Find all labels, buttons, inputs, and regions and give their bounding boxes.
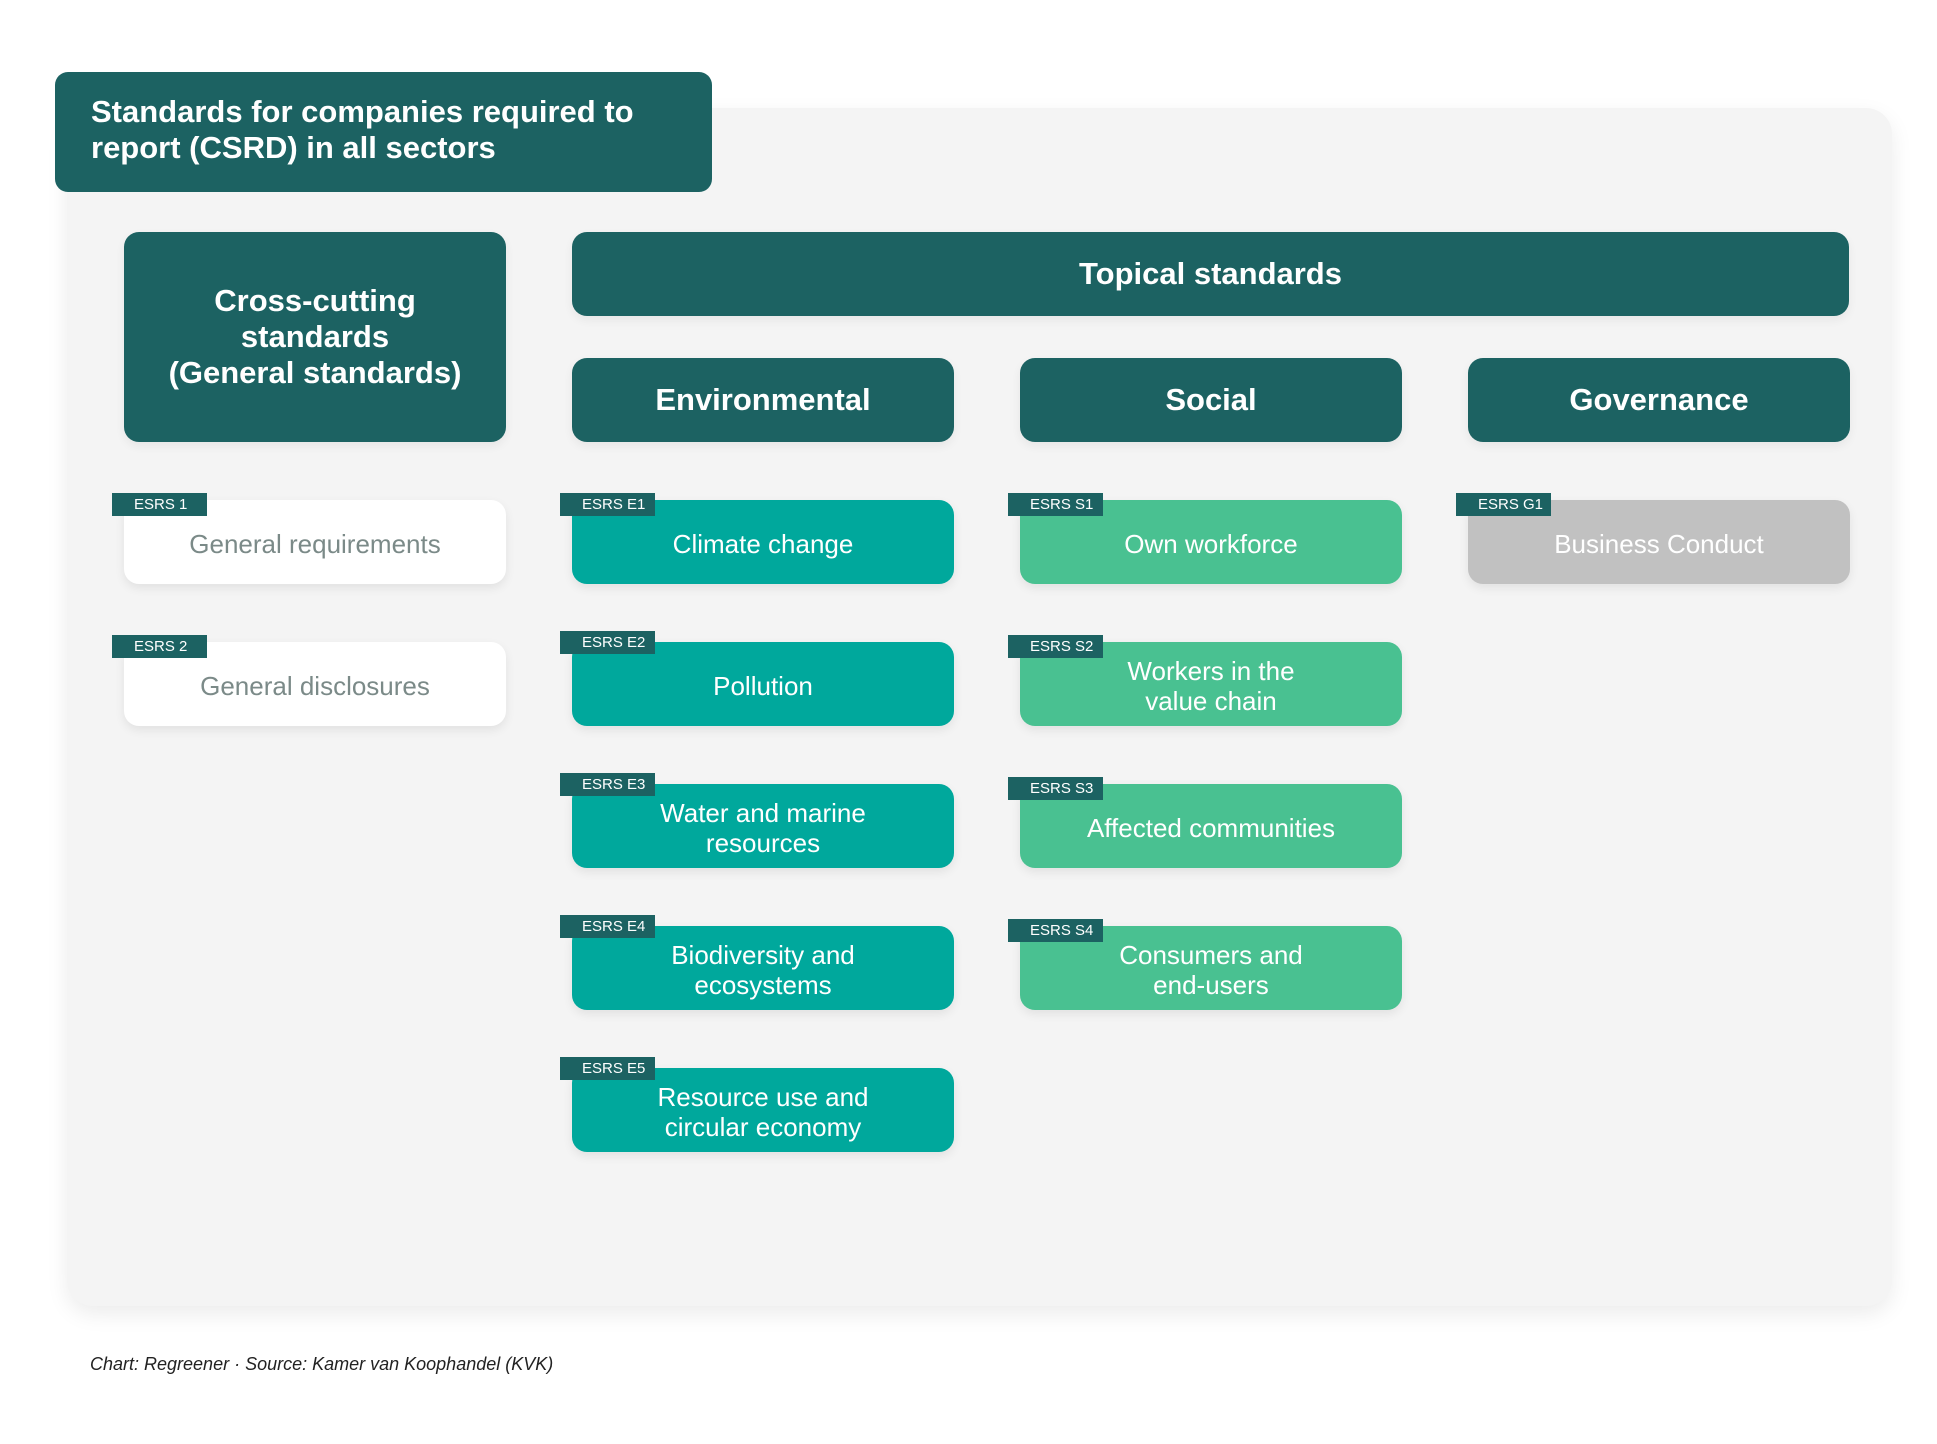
standard-code-tag: ESRS E2	[560, 631, 655, 654]
standard-code-tag: ESRS S2	[1008, 635, 1103, 658]
chart-source-footer: Chart: Regreener · Source: Kamer van Koo…	[90, 1354, 554, 1374]
standard-card-esrs-e2: Pollution	[572, 642, 954, 726]
social-header: Social	[1020, 358, 1402, 442]
standard-code-tag: ESRS S4	[1008, 919, 1103, 942]
standard-code-tag: ESRS E1	[560, 493, 655, 516]
standard-code-tag: ESRS 2	[112, 635, 207, 658]
standard-code-tag: ESRS E3	[560, 773, 655, 796]
standard-code-tag: ESRS S3	[1008, 777, 1103, 800]
topical-standards-header: Topical standards	[572, 232, 1849, 316]
cross-cutting-header: Cross-cutting standards (General standar…	[124, 232, 506, 442]
governance-header: Governance	[1468, 358, 1850, 442]
diagram-title: Standards for companies required to repo…	[55, 72, 712, 192]
standard-code-tag: ESRS G1	[1456, 493, 1551, 516]
standard-code-tag: ESRS S1	[1008, 493, 1103, 516]
standard-card-esrs-s3: Affected communities	[1020, 784, 1402, 868]
standard-code-tag: ESRS E4	[560, 915, 655, 938]
standard-card-esrs-e5: Resource use and circular economy	[572, 1068, 954, 1152]
environmental-header: Environmental	[572, 358, 954, 442]
standard-code-tag: ESRS 1	[112, 493, 207, 516]
standard-code-tag: ESRS E5	[560, 1057, 655, 1080]
standard-card-esrs-e3: Water and marine resources	[572, 784, 954, 868]
standard-card-esrs-e4: Biodiversity and ecosystems	[572, 926, 954, 1010]
